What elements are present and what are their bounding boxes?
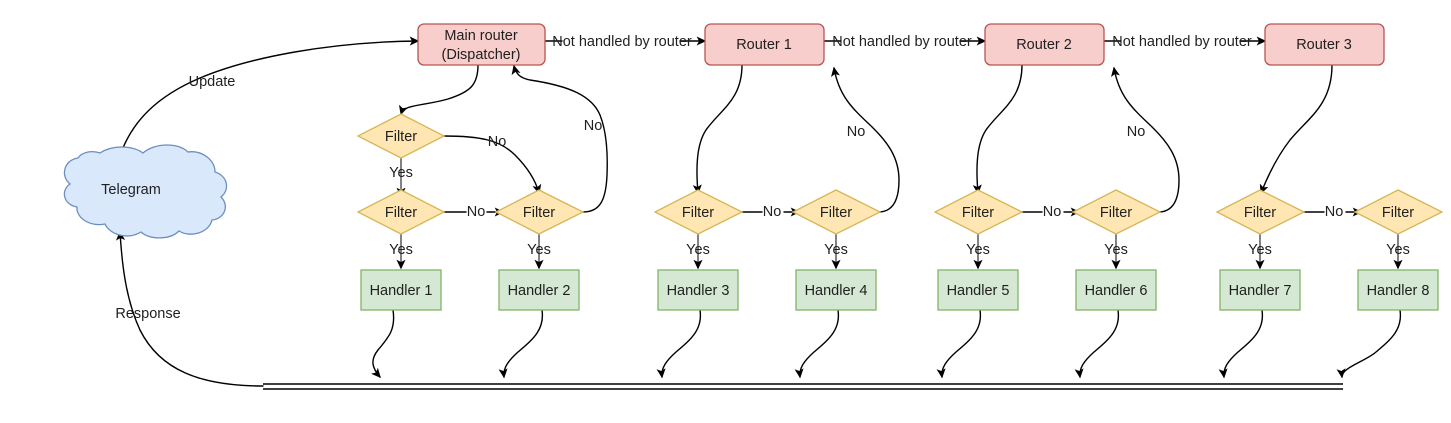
response-bus: [263, 383, 1343, 390]
filter-6-node[interactable]: Filter: [1071, 189, 1162, 235]
edge-handler3-to-bus: [656, 309, 702, 379]
edge-handler2-to-bus: [498, 309, 544, 379]
edge-filter-2-no-back: [511, 64, 608, 213]
filter-2-node[interactable]: Filter: [494, 189, 585, 235]
edge-router3-to-filter-7: [1259, 64, 1333, 195]
edge-label-not-handled-3: Not handled by router: [1112, 34, 1252, 50]
edge-label-no-3: No: [763, 204, 782, 220]
edge-label-response: Response: [115, 306, 180, 322]
router-1-node[interactable]: Router 1: [704, 23, 825, 66]
edge-label-no-5: No: [1043, 204, 1062, 220]
filter-8-node[interactable]: Filter: [1353, 189, 1444, 235]
main-router-node[interactable]: Main router (Dispatcher): [417, 23, 546, 66]
handler-8-node[interactable]: Handler 8: [1357, 269, 1439, 311]
filter-7-node[interactable]: Filter: [1215, 189, 1306, 235]
edge-response: [115, 230, 264, 387]
handler-3-node[interactable]: Handler 3: [657, 269, 739, 311]
edge-handler6-to-bus: [1074, 309, 1120, 379]
edge-handler8-to-bus: [1336, 309, 1402, 379]
edge-label-no-4: No: [847, 124, 866, 140]
edge-label-no-6: No: [1127, 124, 1146, 140]
handler-7-node[interactable]: Handler 7: [1219, 269, 1301, 311]
edge-filter-6-no-back: [1110, 66, 1180, 213]
edge-label-no-1: No: [467, 204, 486, 220]
edge-label-no-7: No: [1325, 204, 1344, 220]
router-3-node[interactable]: Router 3: [1264, 23, 1385, 66]
edge-label-not-handled-2: Not handled by router: [832, 34, 972, 50]
edge-handler1-to-bus: [371, 309, 395, 378]
edge-filter-4-no-back: [830, 66, 900, 213]
edge-label-no-a: No: [488, 134, 507, 150]
edge-label-update: Update: [189, 74, 236, 90]
edge-filter-a-no: [443, 135, 542, 195]
filter-3-node[interactable]: Filter: [653, 189, 744, 235]
handler-2-node[interactable]: Handler 2: [498, 269, 580, 311]
edge-router1-to-filter-3: [692, 64, 743, 195]
filter-a-node[interactable]: Filter: [356, 113, 446, 159]
telegram-cloud[interactable]: Telegram: [63, 144, 228, 239]
filter-4-node[interactable]: Filter: [791, 189, 882, 235]
edge-handler5-to-bus: [936, 309, 982, 379]
handler-4-node[interactable]: Handler 4: [795, 269, 877, 311]
edge-mainrouter-to-filter-a: [399, 64, 479, 116]
edge-handler4-to-bus: [794, 309, 840, 379]
handler-5-node[interactable]: Handler 5: [937, 269, 1019, 311]
edge-label-not-handled-1: Not handled by router: [552, 34, 692, 50]
handler-6-node[interactable]: Handler 6: [1075, 269, 1157, 311]
filter-1-node[interactable]: Filter: [356, 189, 446, 235]
router-2-node[interactable]: Router 2: [984, 23, 1105, 66]
handler-1-node[interactable]: Handler 1: [360, 269, 442, 311]
edge-label-no-2: No: [584, 118, 603, 134]
filter-5-node[interactable]: Filter: [933, 189, 1024, 235]
edge-update: [117, 36, 420, 163]
edge-router2-to-filter-5: [972, 64, 1023, 195]
edge-handler7-to-bus: [1218, 309, 1264, 379]
